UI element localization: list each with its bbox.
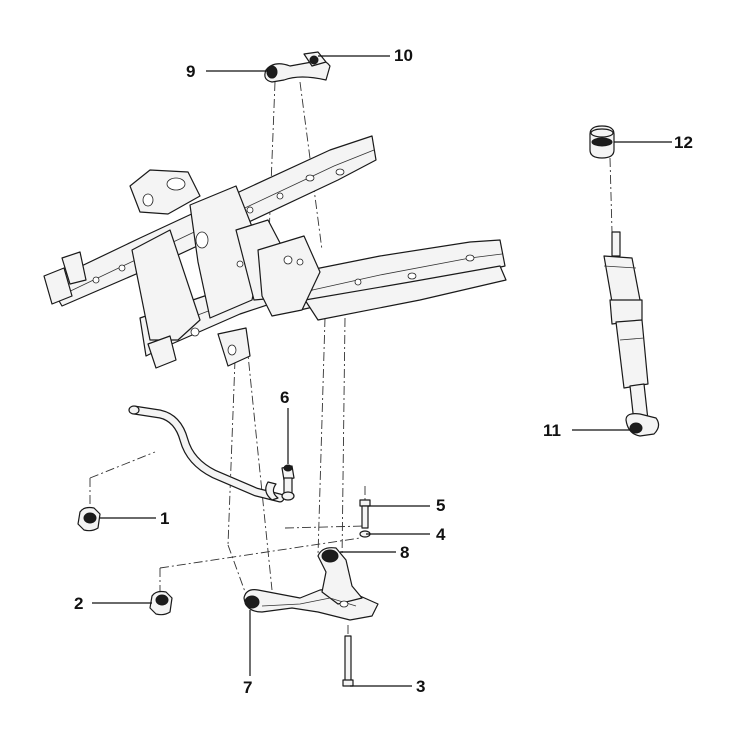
callout-2: 2 <box>74 594 84 613</box>
callout-6: 6 <box>280 388 290 407</box>
lower-bolt <box>342 635 354 687</box>
stabilizer-link <box>281 464 295 501</box>
callout-9: 9 <box>186 62 196 81</box>
vehicle-frame <box>43 135 507 369</box>
callout-5: 5 <box>436 496 446 515</box>
callout-7: 7 <box>243 678 253 697</box>
stabilizer-bar <box>128 405 285 503</box>
shock-absorber <box>603 231 660 437</box>
bushing-clamp <box>149 590 173 616</box>
callout-8: 8 <box>400 543 410 562</box>
lower-control-arm <box>243 547 379 621</box>
callout-1: 1 <box>160 509 170 528</box>
callout-10: 10 <box>394 46 413 65</box>
stabilizer-bushing <box>77 506 101 532</box>
callout-4: 4 <box>436 525 446 544</box>
alignment-lines <box>89 81 613 640</box>
upper-control-arm <box>264 51 331 83</box>
callout-12: 12 <box>674 133 693 152</box>
callout-11: 11 <box>543 421 561 440</box>
leader-lines <box>92 55 672 687</box>
callout-3: 3 <box>416 677 426 696</box>
shock-upper-bushing <box>589 125 615 159</box>
